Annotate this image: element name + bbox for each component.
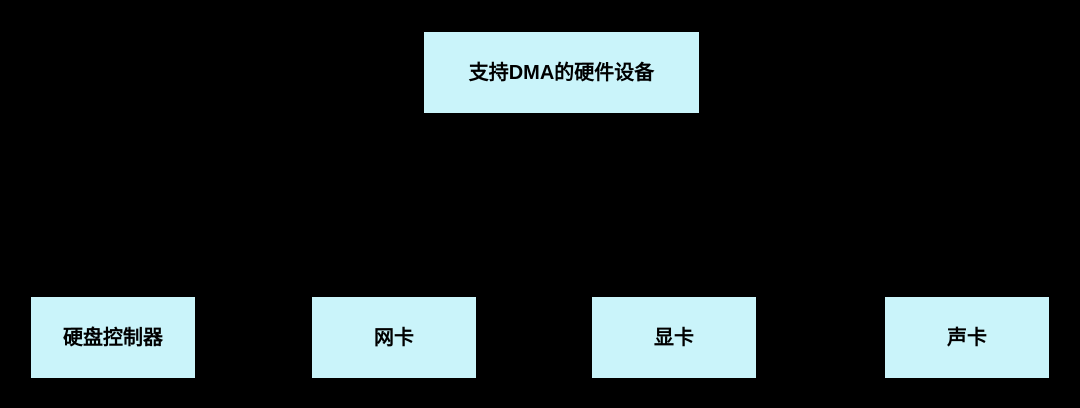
node-sound-card: 声卡 [884, 296, 1050, 379]
node-label: 支持DMA的硬件设备 [468, 61, 655, 84]
node-label: 硬盘控制器 [63, 326, 163, 349]
node-dma-hardware-devices: 支持DMA的硬件设备 [423, 31, 700, 114]
node-label: 网卡 [374, 326, 414, 349]
node-label: 显卡 [654, 326, 694, 349]
node-graphics-card: 显卡 [591, 296, 757, 379]
node-hard-disk-controller: 硬盘控制器 [30, 296, 196, 379]
node-label: 声卡 [947, 326, 987, 349]
node-network-card: 网卡 [311, 296, 477, 379]
